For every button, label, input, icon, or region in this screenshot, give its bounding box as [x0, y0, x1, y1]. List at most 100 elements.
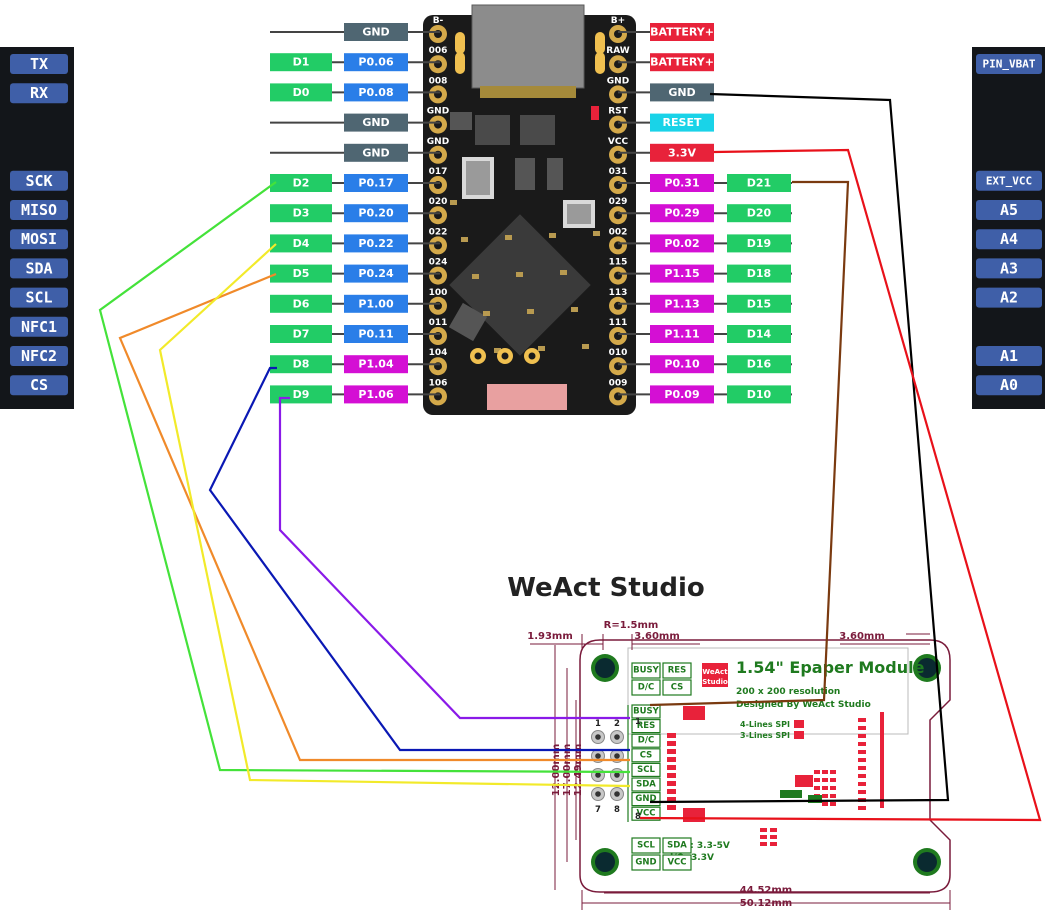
digital-pin-label: D15 — [747, 297, 771, 310]
digital-pin-label: D14 — [747, 328, 772, 341]
silk-label: 100 — [429, 288, 448, 298]
left-pin-row: GND — [270, 143, 440, 162]
right-pin-row: BATTERY+ — [618, 53, 714, 72]
smd-part — [549, 233, 556, 238]
svg-text:SDA: SDA — [25, 259, 52, 277]
svg-text:1: 1 — [635, 717, 641, 727]
smd-part — [582, 344, 589, 349]
svg-text:NFC2: NFC2 — [21, 347, 57, 365]
port-pin-box — [344, 385, 408, 404]
board-pad: 022 — [429, 227, 447, 255]
right-side-label: A1 — [976, 346, 1042, 366]
port-pin-label: RESET — [663, 116, 702, 129]
port-pin-box — [650, 23, 714, 41]
smd-part — [667, 765, 676, 770]
port-pin-label: GND — [362, 116, 389, 129]
port-pin-box — [344, 53, 408, 72]
silk-label: B+ — [611, 16, 625, 26]
silk-label: 029 — [609, 197, 628, 207]
left-side-label: NFC2 — [10, 346, 68, 366]
port-pin-label: GND — [362, 26, 389, 39]
port-pin-label: P0.20 — [358, 207, 394, 220]
port-pin-label: P0.31 — [664, 177, 699, 190]
right-side-label: A4 — [976, 229, 1042, 250]
silk-label: 020 — [429, 197, 448, 207]
smd-part — [814, 786, 820, 790]
wire-gnd — [649, 92, 950, 804]
digital-pin-label: D2 — [293, 177, 310, 190]
smd-part — [483, 311, 490, 316]
smd-part — [472, 274, 479, 279]
svg-text:A3: A3 — [1000, 259, 1018, 277]
digital-pin-box — [727, 294, 791, 313]
board-pad: 111 — [609, 318, 627, 345]
silk-label: GND — [427, 137, 449, 147]
left-side-label: TX — [10, 54, 68, 74]
epaper-pin-label-box — [631, 762, 661, 778]
header-top-cell — [662, 662, 692, 679]
digital-pin-box — [727, 385, 791, 404]
dim-12-49: 12.49mm — [573, 744, 584, 796]
smd-part — [858, 806, 866, 810]
right-pin-row: RESET — [618, 113, 714, 132]
svg-text:BUSY: BUSY — [633, 666, 660, 676]
smd-part — [858, 742, 866, 746]
port-pin-label: P0.22 — [358, 237, 393, 250]
silk-label: 006 — [429, 46, 448, 56]
wire-cs — [118, 272, 630, 762]
digital-pin-label: D16 — [747, 358, 772, 371]
svg-text:A2: A2 — [1000, 289, 1018, 307]
svg-text:WeAct: WeAct — [702, 668, 728, 676]
port-pin-box — [344, 264, 408, 283]
epaper-module: WeAct Studio 1.54" Epaper Module 200 x 2… — [579, 639, 951, 893]
right-side-label: PIN_VBAT — [976, 54, 1042, 74]
svg-text:SDA: SDA — [667, 841, 687, 851]
digital-pin-box — [270, 204, 332, 223]
smd-part — [667, 733, 676, 738]
board-pad: 024 — [429, 258, 447, 285]
svg-text:D/C: D/C — [638, 683, 654, 693]
left-side-label: NFC1 — [10, 316, 68, 337]
digital-pin-box — [270, 174, 332, 192]
usb-connector — [471, 4, 585, 89]
svg-text:SCK: SCK — [25, 172, 52, 190]
board-slot — [455, 52, 465, 74]
port-pin-box — [344, 174, 408, 192]
left-side-label: MOSI — [10, 229, 68, 250]
port-pin-label: P0.29 — [664, 207, 699, 220]
right-side-label: A5 — [976, 200, 1042, 220]
digital-pin-label: D21 — [747, 177, 771, 190]
smd-part — [858, 782, 866, 786]
port-pin-label: P0.11 — [358, 328, 393, 341]
right-pin-row: GND — [618, 83, 714, 102]
fpc-strip — [880, 712, 884, 808]
board-pad: 106 — [429, 378, 447, 406]
board-pad: 006 — [429, 46, 448, 74]
board-pad: 008 — [429, 76, 447, 104]
board-pad: 031 — [609, 167, 627, 194]
digital-pin-box — [270, 325, 332, 343]
epaper-pin-label: BUSY — [633, 707, 660, 717]
smd-part — [858, 718, 866, 722]
board-pad: 009 — [609, 378, 627, 406]
digital-pin-label: D18 — [747, 267, 771, 280]
port-pin-label: BATTERY+ — [650, 56, 714, 69]
svg-text:A5: A5 — [1000, 201, 1018, 219]
left-pin-row: GND — [270, 113, 440, 132]
port-pin-label: GND — [362, 146, 389, 159]
digital-pin-box — [270, 234, 332, 253]
svg-text:Studio: Studio — [702, 678, 728, 686]
port-pin-box — [344, 234, 408, 253]
smd-part — [667, 757, 676, 762]
port-pin-label: P0.06 — [358, 56, 394, 69]
board-pad: 115 — [609, 258, 627, 285]
epaper-resolution: 200 x 200 resolution — [736, 687, 840, 697]
port-pin-box — [650, 355, 714, 374]
